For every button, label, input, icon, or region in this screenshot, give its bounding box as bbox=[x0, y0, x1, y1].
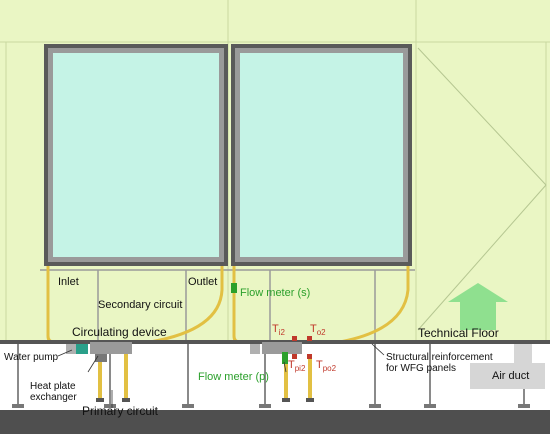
circulating-device-label: Circulating device bbox=[72, 325, 167, 339]
base-slab bbox=[0, 410, 550, 434]
wall-diagonal-1 bbox=[417, 47, 547, 186]
air-duct-label: Air duct bbox=[492, 370, 530, 382]
heat-plate-exchanger-label: Heat plate exchanger bbox=[30, 381, 77, 403]
technical-floor-label: Technical Floor bbox=[418, 326, 499, 340]
tpi2-label: Tpi2 bbox=[288, 359, 306, 374]
structural-reinforcement-label: Structural reinforcement for WFG panels bbox=[386, 352, 493, 374]
wall-diagonal-2 bbox=[417, 184, 547, 331]
outlet-label: Outlet bbox=[188, 276, 218, 288]
flow-meter-s-label: Flow meter (s) bbox=[240, 287, 311, 299]
flow-meter-p-label: Flow meter (p) bbox=[198, 371, 269, 383]
inlet-label: Inlet bbox=[58, 276, 79, 288]
floor-pedestals bbox=[17, 344, 525, 408]
leader-lines bbox=[57, 343, 385, 408]
to2-label: To2 bbox=[310, 323, 326, 338]
ti2-label: Ti2 bbox=[272, 323, 285, 338]
right-circulating-device bbox=[250, 336, 314, 402]
air-duct bbox=[470, 363, 545, 389]
airflow-arrow bbox=[448, 283, 508, 330]
pedestal-feet bbox=[12, 404, 530, 408]
flow-meter-s bbox=[231, 283, 237, 293]
left-window-glass bbox=[53, 53, 219, 257]
primary-circuit-label: Primary circuit bbox=[82, 404, 159, 418]
air-duct-riser bbox=[514, 344, 532, 364]
secondary-circuit-label: Secondary circuit bbox=[98, 299, 183, 311]
right-window-glass bbox=[240, 53, 403, 257]
tpo2-label: Tpo2 bbox=[316, 359, 337, 374]
left-circulating-device bbox=[66, 342, 132, 402]
water-pump-label: Water pump bbox=[4, 352, 59, 363]
